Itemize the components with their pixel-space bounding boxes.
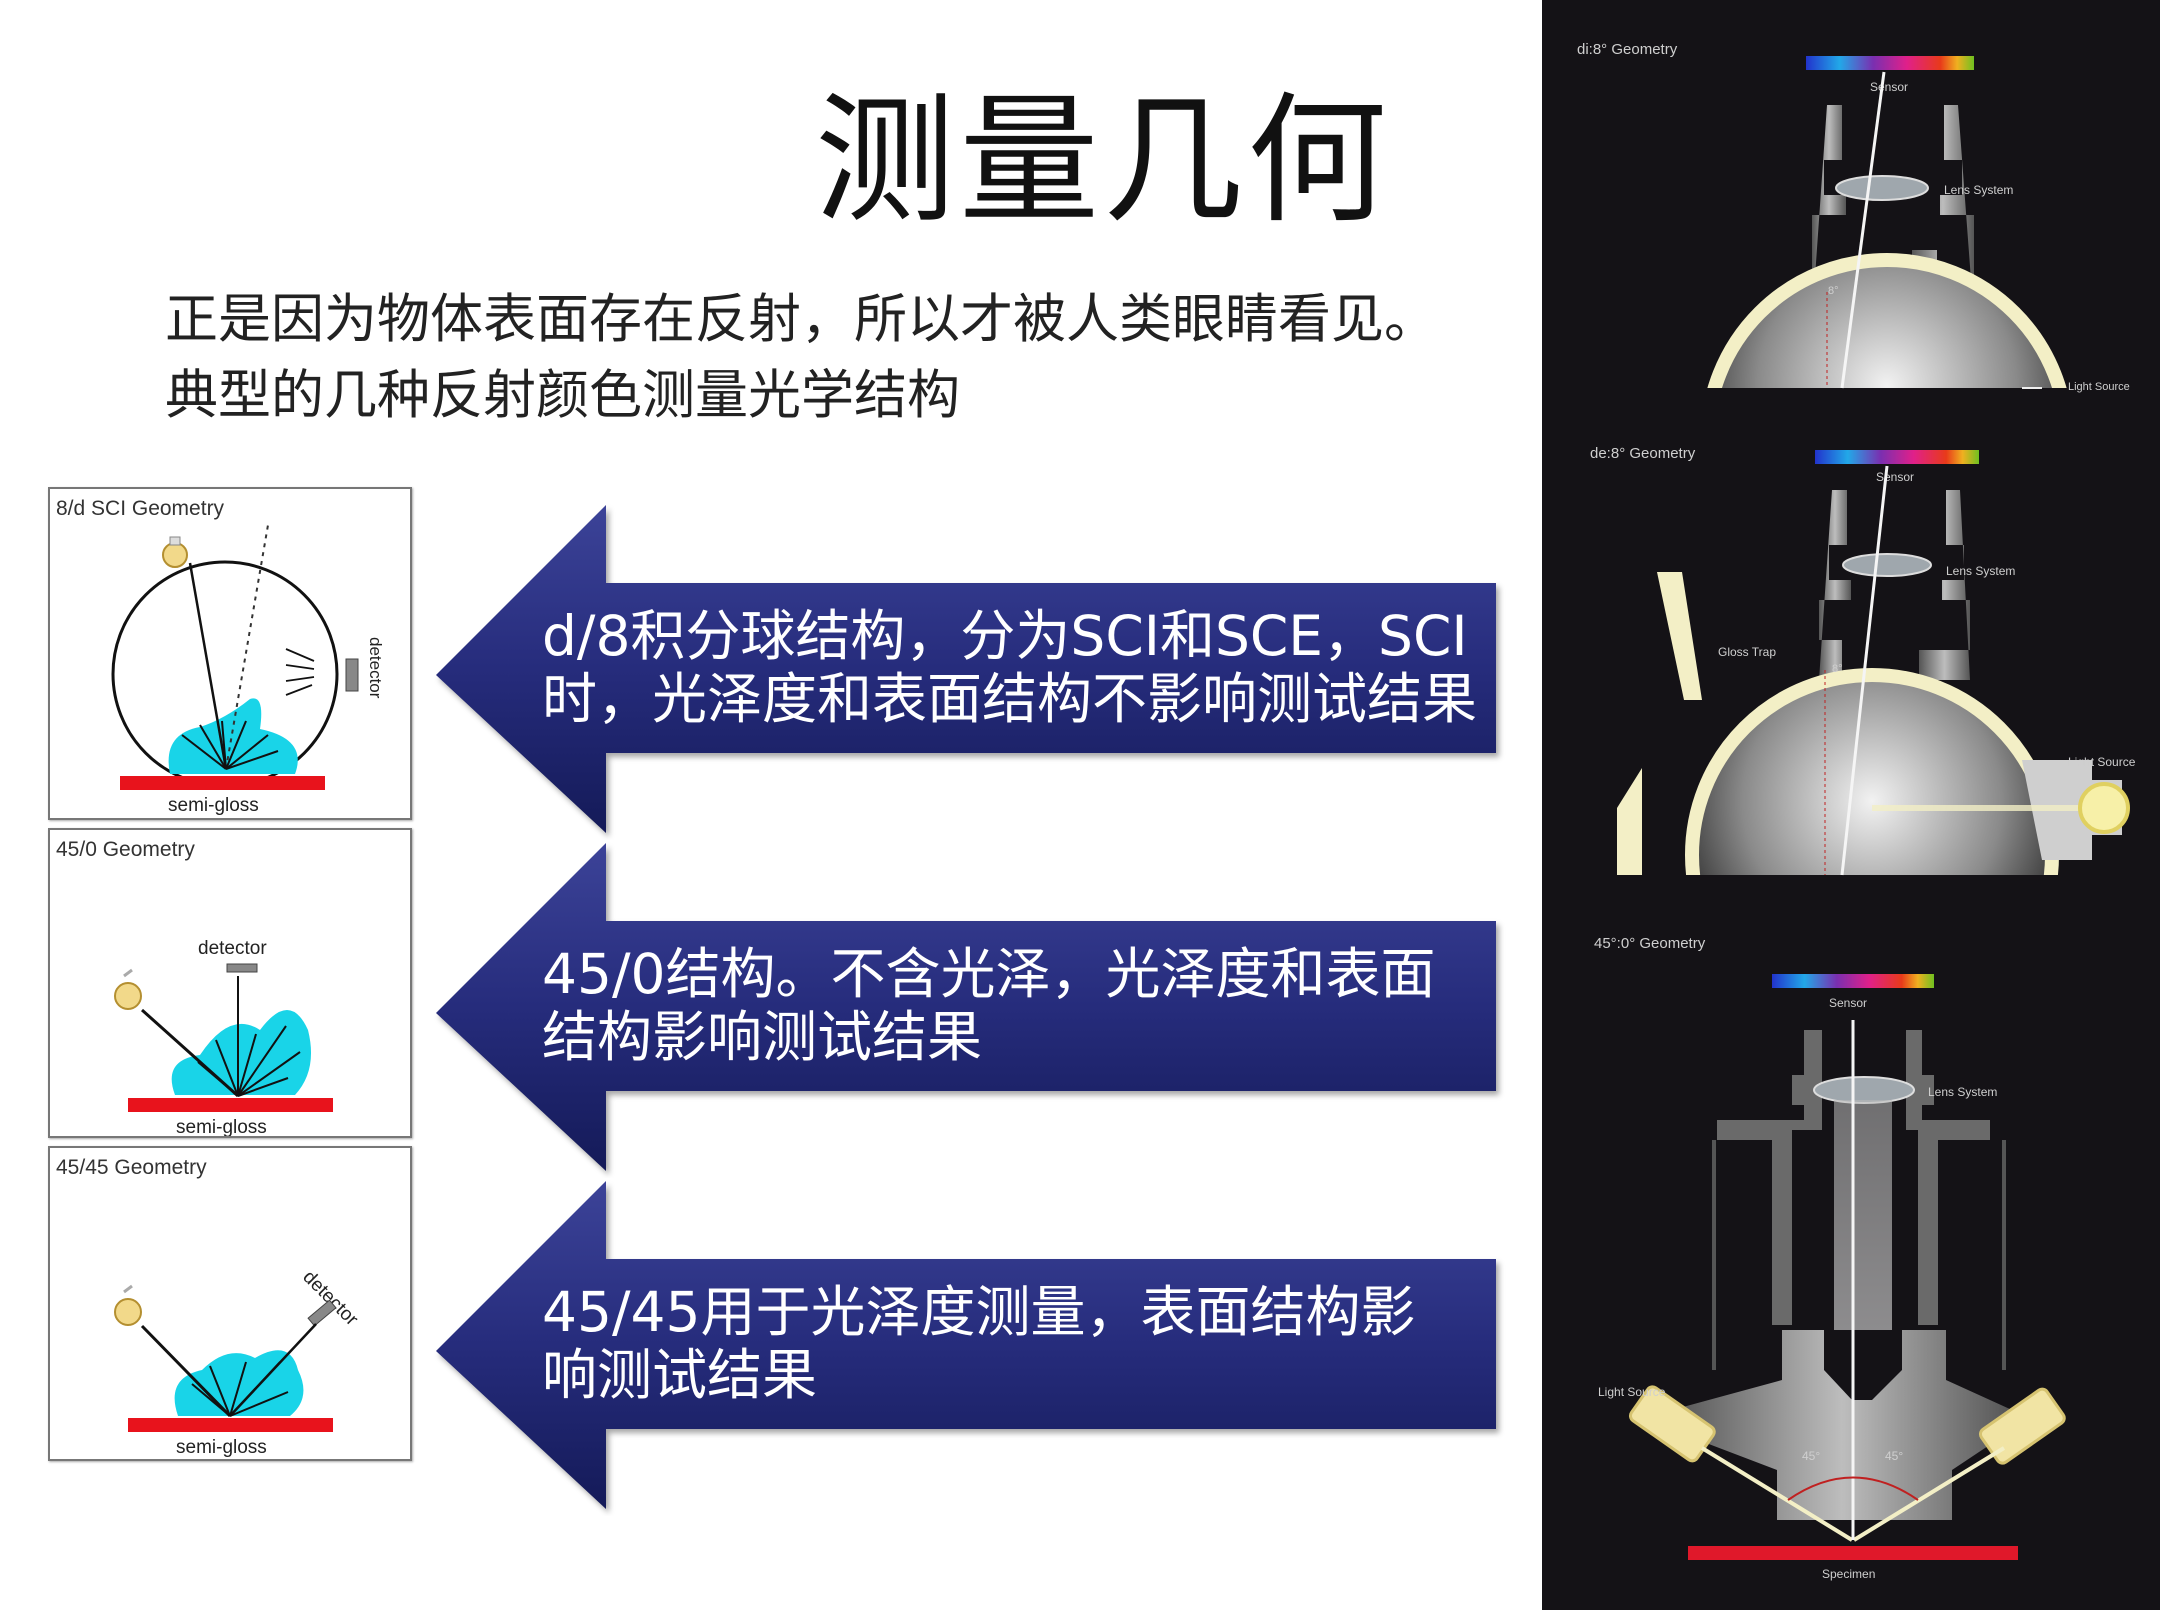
di8-geometry-diagram: di:8° Geometry Sensor Lens System 8° Lig… (1577, 41, 2130, 393)
45-0-geometry-diagram: 45°:0° Geometry Sensor Lens System 45° 4… (1594, 935, 2066, 1581)
detector-label: detector (198, 938, 267, 959)
de8-lens-label: Lens System (1946, 564, 2015, 578)
detector-icon (345, 658, 359, 692)
arrow-3-line-1: 45/45用于光泽度测量，表面结构影 (542, 1280, 1416, 1344)
arrow-1-line-2: 时，光泽度和表面结构不影响测试结果 (542, 667, 1478, 731)
intro-line-2: 典型的几种反射颜色测量光学结构 (165, 365, 960, 426)
arrow-2-line-2: 结构影响测试结果 (542, 1005, 983, 1069)
diagram-4545-title: 45/45 Geometry (56, 1156, 207, 1179)
de8-light-label: Light Source (2068, 755, 2136, 769)
arrow-2-line-1: 45/0结构。不含光泽，光泽度和表面 (542, 942, 1436, 1006)
specimen-bar (128, 1418, 333, 1432)
de8-angle-label: 8° (1832, 663, 1843, 675)
intro-text: 正是因为物体表面存在反射，所以才被人类眼睛看见。 典型的几种反射颜色测量光学结构 (165, 282, 1437, 434)
450-lens-label: Lens System (1928, 1085, 1997, 1099)
detector-label: detector (298, 1267, 362, 1331)
di8-title: di:8° Geometry (1577, 41, 1678, 58)
diagram-8d-title: 8/d SCI Geometry (56, 497, 225, 520)
450-sensor-label: Sensor (1829, 996, 1867, 1010)
arrow-callout-2: 45/0结构。不含光泽，光泽度和表面 结构影响测试结果 (430, 835, 1510, 1178)
spectrum-bar (1772, 974, 1934, 988)
right-geometry-panel: di:8° Geometry Sensor Lens System 8° Lig… (1542, 0, 2160, 1610)
spectrum-bar (1806, 56, 1974, 70)
de8-gloss-trap-label: Gloss Trap (1718, 645, 1776, 659)
450-light-label: Light Source (1598, 1385, 1666, 1399)
lens-icon (1835, 175, 1929, 201)
lens-icon (1813, 1076, 1915, 1104)
diagram-45-45: 45/45 Geometry detector semi-gloss (48, 1146, 412, 1461)
lens-icon (1842, 553, 1932, 577)
intro-line-1: 正是因为物体表面存在反射，所以才被人类眼睛看见。 (165, 289, 1437, 350)
450-angle-left-label: 45° (1802, 1449, 1820, 1463)
gloss-trap (1657, 572, 1702, 700)
di8-light-label: Light Source (2068, 381, 2130, 393)
450-angle-right-label: 45° (1885, 1449, 1903, 1463)
arrow-callout-3: 45/45用于光泽度测量，表面结构影 响测试结果 (430, 1173, 1510, 1516)
detector-icon (307, 1299, 337, 1327)
arrow-3-line-2: 响测试结果 (542, 1343, 818, 1407)
di8-lens-label: Lens System (1944, 183, 2013, 197)
de8-title: de:8° Geometry (1590, 445, 1696, 462)
spectrum-bar (1815, 450, 1979, 464)
specimen-bar (120, 776, 325, 790)
specimen-bar (128, 1098, 333, 1112)
lamp-icon (114, 968, 142, 1010)
450-specimen-label: Specimen (1822, 1567, 1875, 1581)
lamp-icon (114, 1284, 142, 1326)
de8-geometry-diagram: de:8° Geometry Sensor Lens System Gloss … (1590, 445, 2136, 876)
di8-sensor-label: Sensor (1870, 80, 1908, 94)
specimen-bar (1688, 1546, 2018, 1560)
page-title: 测量几何 (815, 80, 1392, 243)
arrow-callout-1: d/8积分球结构，分为SCI和SCE，SCI 时，光泽度和表面结构不影响测试结果 (430, 497, 1510, 840)
450-title: 45°:0° Geometry (1594, 935, 1706, 952)
lamp-icon (162, 536, 188, 568)
de8-sensor-label: Sensor (1876, 470, 1914, 484)
arrow-1-line-1: d/8积分球结构，分为SCI和SCE，SCI (542, 604, 1468, 668)
detector-label: detector (366, 637, 385, 699)
di8-angle-label: 8° (1828, 285, 1839, 297)
diagram-45-0: 45/0 Geometry detector semi-gloss (48, 828, 412, 1138)
diagram-450-title: 45/0 Geometry (56, 838, 195, 861)
sample-label: semi-gloss (176, 1117, 267, 1136)
sample-label: semi-gloss (168, 795, 259, 816)
diagram-8d-sci: 8/d SCI Geometry detector semi-gloss (48, 487, 412, 820)
sample-label: semi-gloss (176, 1437, 267, 1458)
detector-icon (226, 963, 258, 973)
reflection-lobe (171, 1010, 312, 1095)
